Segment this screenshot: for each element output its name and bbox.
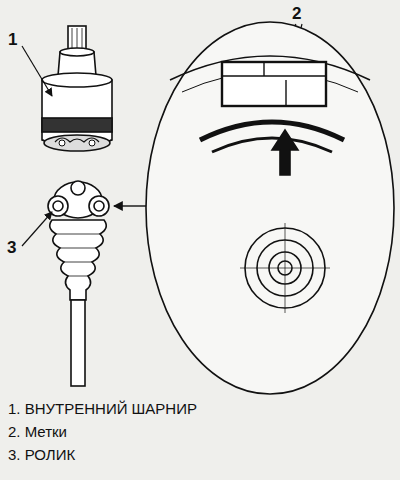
tripod-and-boot	[48, 181, 109, 386]
legend-line: 3. РОЛИК	[8, 446, 75, 463]
inner-joint	[42, 26, 112, 151]
callout-number: 3	[7, 238, 16, 258]
legend-line: 1. ВНУТРЕННИЙ ШАРНИР	[8, 400, 197, 417]
callout-number: 1	[8, 30, 17, 50]
detail-view	[146, 22, 394, 394]
legend-line: 2. Метки	[8, 423, 67, 440]
callout-number: 2	[292, 4, 301, 24]
